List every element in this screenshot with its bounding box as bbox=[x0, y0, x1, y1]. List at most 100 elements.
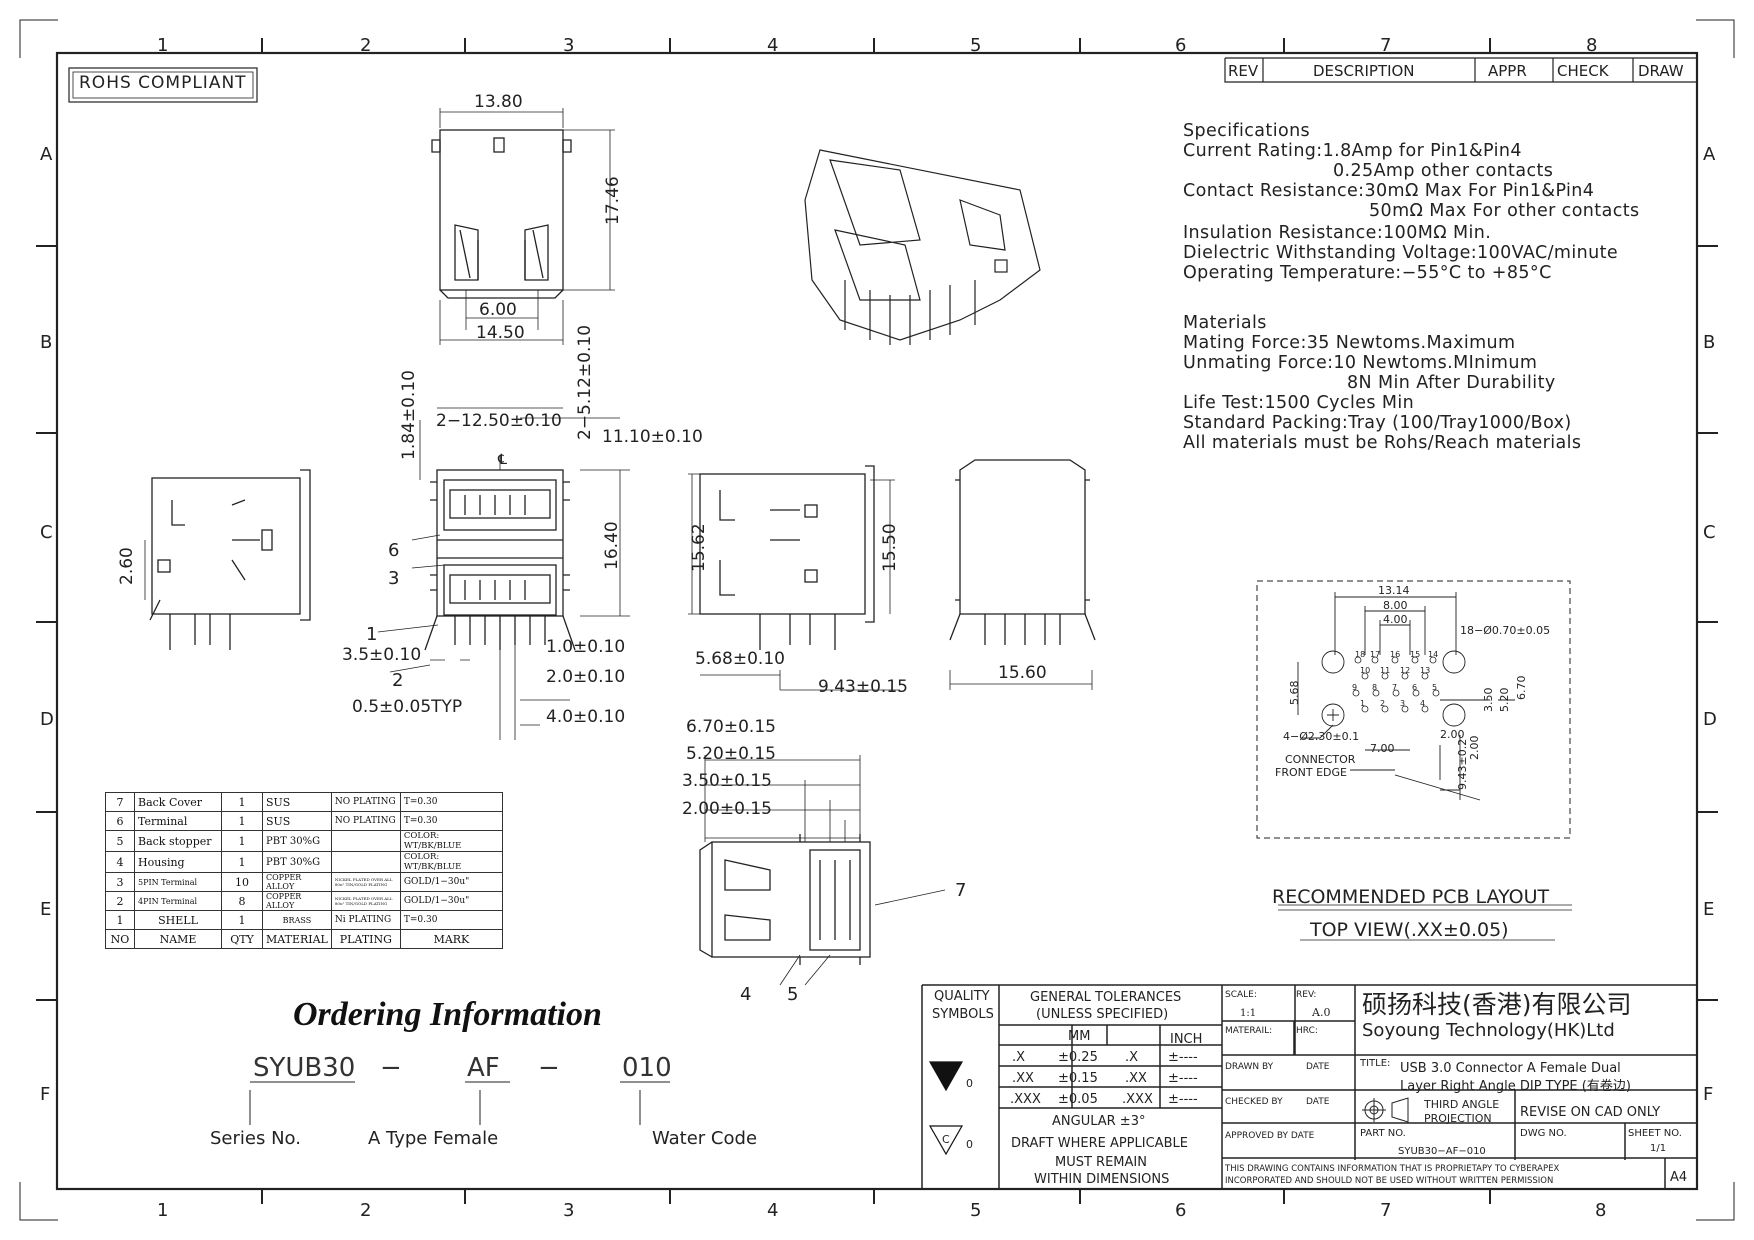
table-row: 7 Back Cover 1 SUS NO PLATING T=0.30 bbox=[105, 792, 504, 812]
svg-text:15: 15 bbox=[1410, 650, 1420, 659]
dash-separator: − bbox=[380, 1053, 402, 1083]
svg-text:.XX: .XX bbox=[1012, 1071, 1034, 1086]
svg-text:5: 5 bbox=[970, 1200, 981, 1221]
svg-text:THIS DRAWING CONTAINS INFORMAT: THIS DRAWING CONTAINS INFORMATION THAT I… bbox=[1224, 1164, 1559, 1174]
svg-text:5: 5 bbox=[1432, 683, 1437, 692]
front-view-drawing bbox=[377, 407, 630, 740]
svg-text:15.60: 15.60 bbox=[998, 663, 1047, 683]
svg-text:C: C bbox=[40, 522, 53, 543]
svg-text:14.50: 14.50 bbox=[476, 323, 525, 343]
drawing-title-line1: USB 3.0 Connector A Female Dual bbox=[1400, 1061, 1621, 1076]
svg-text:7: 7 bbox=[1380, 1200, 1391, 1221]
title-block-labels: QUALITY SYMBOLS GENERAL TOLERANCES (UNLE… bbox=[932, 989, 1687, 1187]
svg-text:ANGULAR ±3°: ANGULAR ±3° bbox=[1052, 1114, 1145, 1129]
svg-text:15.50: 15.50 bbox=[880, 523, 900, 572]
svg-text:PART NO.: PART NO. bbox=[1360, 1128, 1406, 1139]
dash-separator: − bbox=[538, 1053, 560, 1083]
svg-text:5.20: 5.20 bbox=[1498, 688, 1511, 713]
svg-text:D: D bbox=[40, 709, 54, 730]
svg-text:2−12.50±0.10: 2−12.50±0.10 bbox=[436, 411, 562, 431]
svg-text:5.68: 5.68 bbox=[1288, 681, 1301, 706]
svg-text:C: C bbox=[1703, 522, 1716, 543]
pcb-labels: 13.14 8.00 4.00 18−Ø0.70±0.05 4−Ø2.30±0.… bbox=[1275, 584, 1550, 790]
svg-text:3: 3 bbox=[1400, 699, 1405, 708]
company-name-en: Soyoung Technology(HK)Ltd bbox=[1362, 1020, 1615, 1041]
svg-text:1: 1 bbox=[157, 35, 168, 56]
svg-text:5.68±0.10: 5.68±0.10 bbox=[695, 649, 785, 669]
svg-text:6.70±0.15: 6.70±0.15 bbox=[686, 717, 776, 737]
water-code: 010 bbox=[622, 1053, 672, 1083]
svg-text:F: F bbox=[1703, 1084, 1713, 1105]
material-line: Life Test:1500 Cycles Min bbox=[1183, 393, 1415, 413]
spec-line: 50mΩ Max For other contacts bbox=[1369, 201, 1640, 221]
draw-header: DRAW bbox=[1638, 62, 1684, 80]
svg-text:2: 2 bbox=[360, 1200, 371, 1221]
svg-text:4: 4 bbox=[767, 1200, 778, 1221]
svg-text:2.0±0.10: 2.0±0.10 bbox=[546, 667, 625, 687]
rev-header: REV bbox=[1228, 62, 1259, 80]
spec-line: Contact Resistance:30mΩ Max For Pin1&Pin… bbox=[1183, 181, 1595, 201]
svg-text:A: A bbox=[40, 144, 53, 165]
svg-text:.XXX: .XXX bbox=[1010, 1092, 1041, 1107]
svg-text:5: 5 bbox=[787, 984, 798, 1005]
svg-text:0: 0 bbox=[966, 1077, 973, 1090]
svg-text:±----: ±---- bbox=[1168, 1071, 1198, 1086]
svg-text:MUST REMAIN: MUST REMAIN bbox=[1055, 1155, 1147, 1170]
svg-text:8: 8 bbox=[1372, 683, 1377, 692]
revision-table bbox=[1224, 57, 1697, 83]
svg-text:2: 2 bbox=[392, 670, 403, 691]
svg-text:4.0±0.10: 4.0±0.10 bbox=[546, 707, 625, 727]
svg-text:PROJECTION: PROJECTION bbox=[1424, 1112, 1492, 1125]
svg-text:7: 7 bbox=[1392, 683, 1397, 692]
svg-text:16.40: 16.40 bbox=[602, 521, 622, 570]
svg-text:.XXX: .XXX bbox=[1122, 1092, 1153, 1107]
svg-text:1: 1 bbox=[157, 1200, 168, 1221]
water-code-label: Water Code bbox=[652, 1128, 758, 1149]
svg-text:2.00±0.15: 2.00±0.15 bbox=[682, 799, 772, 819]
svg-text:DRAWN BY: DRAWN BY bbox=[1225, 1062, 1274, 1072]
rear-view-drawing bbox=[949, 459, 1096, 690]
svg-text:7.00: 7.00 bbox=[1370, 742, 1395, 755]
svg-text:E: E bbox=[40, 899, 51, 920]
specifications-title: Specifications bbox=[1183, 121, 1311, 141]
svg-text:3: 3 bbox=[563, 1200, 574, 1221]
svg-text:8.00: 8.00 bbox=[1383, 599, 1408, 612]
svg-text:±0.25: ±0.25 bbox=[1058, 1050, 1098, 1065]
svg-text:11.10±0.10: 11.10±0.10 bbox=[602, 427, 703, 447]
series-code: SYUB30 bbox=[253, 1053, 356, 1083]
material-line: Mating Force:35 Newtoms.Maximum bbox=[1183, 333, 1516, 353]
svg-text:14: 14 bbox=[1428, 650, 1438, 659]
svg-text:1: 1 bbox=[366, 624, 377, 645]
svg-text:1.0±0.10: 1.0±0.10 bbox=[546, 637, 625, 657]
svg-text:A.0: A.0 bbox=[1311, 1006, 1330, 1019]
svg-text:2−5.12±0.10: 2−5.12±0.10 bbox=[575, 325, 595, 440]
svg-text:3.50: 3.50 bbox=[1482, 688, 1495, 713]
svg-text:℄: ℄ bbox=[497, 452, 507, 468]
description-header: DESCRIPTION bbox=[1313, 62, 1415, 80]
svg-text:17.46: 17.46 bbox=[603, 176, 623, 225]
svg-text:3.5±0.10: 3.5±0.10 bbox=[342, 645, 421, 665]
svg-text:±----: ±---- bbox=[1168, 1092, 1198, 1107]
svg-text:8: 8 bbox=[1595, 1200, 1606, 1221]
pcb-layout-subtitle: TOP VIEW(.XX±0.05) bbox=[1309, 919, 1509, 941]
svg-text:7: 7 bbox=[955, 880, 966, 901]
bottom-view-drawing bbox=[699, 755, 946, 986]
spec-line: Operating Temperature:−55°C to +85°C bbox=[1183, 263, 1552, 283]
svg-text:MATERAIL:: MATERAIL: bbox=[1225, 1026, 1272, 1036]
bill-of-materials-table: 7 Back Cover 1 SUS NO PLATING T=0.30 6 T… bbox=[105, 792, 504, 949]
svg-text:D: D bbox=[1703, 709, 1717, 730]
svg-text:F: F bbox=[40, 1084, 50, 1105]
svg-text:E: E bbox=[1703, 899, 1714, 920]
svg-text:±0.05: ±0.05 bbox=[1058, 1092, 1098, 1107]
svg-text:4: 4 bbox=[1420, 699, 1425, 708]
zone-labels: 1 2 3 4 5 6 7 8 1 2 3 4 5 6 7 8 A B C D … bbox=[40, 35, 1717, 1221]
material-line: Unmating Force:10 Newtoms.MInimum bbox=[1183, 353, 1538, 373]
svg-text:FRONT EDGE: FRONT EDGE bbox=[1275, 766, 1347, 779]
top-view-drawing bbox=[431, 108, 615, 345]
svg-text:DWG NO.: DWG NO. bbox=[1520, 1128, 1567, 1139]
svg-text:9.43±0.2: 9.43±0.2 bbox=[1456, 739, 1469, 790]
table-row: 1 SHELL 1 BRASS Ni PLATING T=0.30 bbox=[105, 910, 504, 930]
svg-text:±0.15: ±0.15 bbox=[1058, 1071, 1098, 1086]
drawing-title-line2: Layer Right Angle DIP TYPE (有卷边) bbox=[1400, 1078, 1631, 1094]
